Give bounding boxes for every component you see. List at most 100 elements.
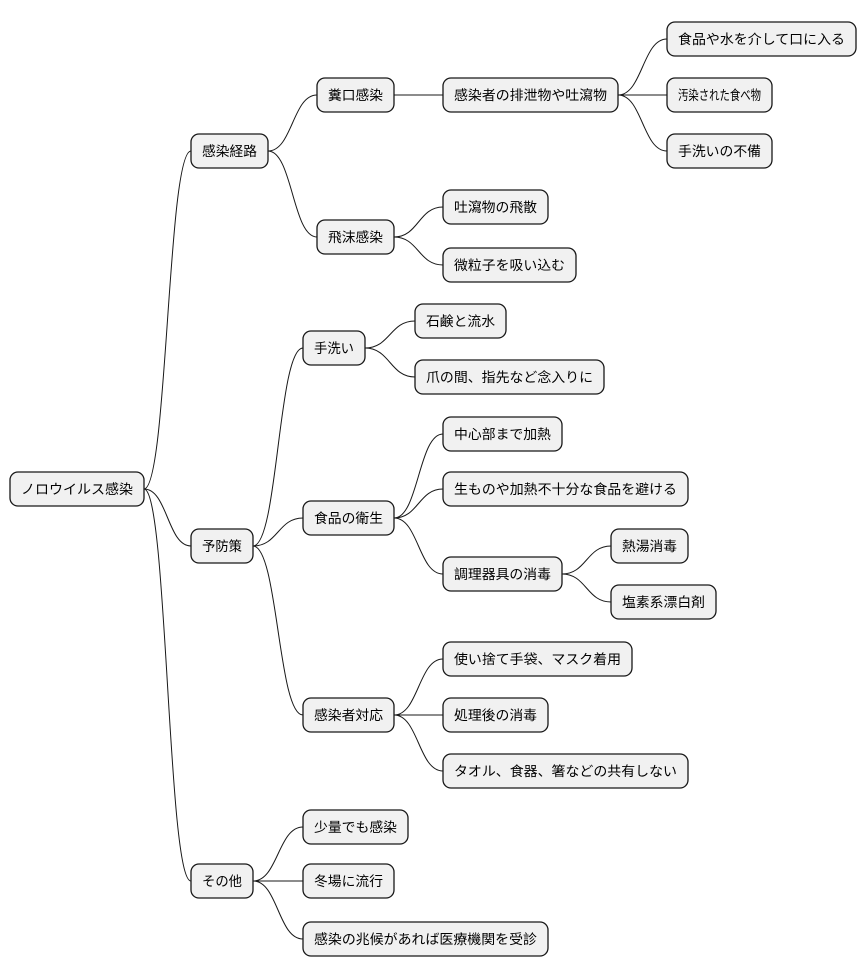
node-box-b2-1	[302, 863, 395, 899]
node-label-b1-0-0: 石鹸と流水	[426, 314, 496, 330]
node-box-b1-0	[302, 330, 366, 366]
mindmap-node-b1-1: 食品の衛生	[302, 500, 395, 536]
edge-b0-0	[267, 94, 318, 152]
mindmap-node-b0-1-0: 吐瀉物の飛散	[442, 189, 549, 225]
node-label-root: ノロウイルス感染	[21, 481, 134, 498]
node-box-b1-0-0	[414, 303, 507, 339]
node-box-b0-1-0	[442, 189, 549, 225]
edge-b1-1-2-1	[561, 573, 612, 603]
node-box-b1-1-2-0	[610, 528, 689, 564]
edge-b1-0-1	[364, 347, 416, 378]
edge-b1-1-2-0	[561, 545, 612, 575]
mindmap-node-b0-1: 飛沫感染	[316, 219, 395, 255]
mindmap-node-b1-2-2: タオル、食器、箸などの共有しない	[442, 753, 689, 789]
node-label-b0-1-0: 吐瀉物の飛散	[454, 199, 538, 216]
node-label-b1-2: 感染者対応	[314, 707, 384, 724]
node-label-b0: 感染経路	[202, 143, 258, 160]
mindmap-node-root: ノロウイルス感染	[9, 471, 145, 507]
node-box-b1-1-2-1	[610, 584, 717, 620]
node-box-b1-2-1	[442, 697, 549, 733]
node-label-b1-0: 手洗い	[314, 341, 354, 357]
mindmap-node-b0-0-0-0: 食品や水を介して口に入る	[666, 21, 857, 57]
mindmap-node-b1: 予防策	[190, 528, 254, 564]
edge-b1-2	[252, 545, 304, 716]
edge-b1-1	[252, 517, 304, 547]
node-box-b1-1-2	[442, 556, 563, 592]
mindmap-node-b0: 感染経路	[190, 133, 269, 169]
edge-b1-1-2	[393, 517, 444, 575]
node-box-b1	[190, 528, 254, 564]
node-box-b0-1	[316, 219, 395, 255]
edge-b0-1-1	[393, 236, 444, 266]
node-label-b1-2-1: 処理後の消毒	[454, 708, 537, 724]
node-label-b1-1-2-1: 塩素系漂白剤	[622, 595, 705, 611]
node-box-b0-1-1	[442, 247, 577, 283]
mindmap-node-b1-1-2: 調理器具の消毒	[442, 556, 563, 592]
edge-b1-0-0	[364, 320, 416, 349]
node-label-b0-0-0-2: 手洗いの不備	[678, 144, 761, 160]
edge-b2-0	[252, 826, 304, 882]
node-label-b1-0-1: 爪の間、指先など念入りに	[426, 369, 593, 386]
node-label-b0-1: 飛沫感染	[328, 229, 384, 246]
edge-b1	[143, 488, 192, 547]
mindmap-node-b1-0: 手洗い	[302, 330, 366, 366]
node-label-b1-1-1: 生ものや加熱不十分な食品を避ける	[454, 481, 677, 498]
node-box-b1-2-2	[442, 753, 689, 789]
mindmap-node-b0-0: 糞口感染	[316, 77, 395, 113]
node-box-b2-2	[302, 921, 549, 957]
edge-b2-2	[252, 880, 304, 940]
node-box-b2	[190, 863, 254, 899]
node-label-b0-1-1: 微粒子を吸い込む	[454, 258, 565, 274]
mindmap-node-b0-0-0: 感染者の排泄物や吐瀉物	[442, 77, 619, 113]
mindmap-node-b1-2: 感染者対応	[302, 697, 395, 733]
mindmap-node-b1-0-1: 爪の間、指先など念入りに	[414, 359, 605, 395]
node-label-b1-1-2-0: 熱湯消毒	[622, 538, 677, 555]
node-label-b1-2-2: タオル、食器、箸などの共有しない	[454, 763, 677, 780]
node-label-b0-0-0-1: 汚染された食べ物	[678, 87, 761, 104]
mindmap-node-b1-2-1: 処理後の消毒	[442, 697, 549, 733]
node-box-b1-0-1	[414, 359, 605, 395]
mindmap-node-b2-2: 感染の兆候があれば医療機関を受診	[302, 921, 549, 957]
node-label-b1-1-0: 中心部まで加熱	[454, 427, 552, 443]
node-label-b1-1-2: 調理器具の消毒	[454, 567, 551, 583]
node-label-b0-0: 糞口感染	[328, 87, 384, 104]
node-box-b0-0-0-2	[666, 133, 773, 169]
node-box-b0	[190, 133, 269, 169]
node-box-b0-0-0-1	[666, 77, 773, 113]
mindmap-node-b1-1-2-1: 塩素系漂白剤	[610, 584, 717, 620]
node-box-b0-0	[316, 77, 395, 113]
node-box-b1-2	[302, 697, 395, 733]
node-box-b1-1-1	[442, 471, 689, 507]
mindmap-node-b1-1-1: 生ものや加熱不十分な食品を避ける	[442, 471, 689, 507]
edge-b1-2-2	[393, 714, 444, 772]
node-label-b2-0: 少量でも感染	[314, 819, 398, 836]
node-label-b2-2: 感染の兆候があれば医療機関を受診	[314, 931, 538, 948]
node-label-b1-1: 食品の衛生	[314, 510, 383, 527]
node-box-root	[9, 471, 145, 507]
node-box-b0-0-0-0	[666, 21, 857, 57]
mindmap-node-b2: その他	[190, 863, 254, 899]
node-box-b1-1	[302, 500, 395, 536]
node-box-b2-0	[302, 809, 409, 845]
mindmap-node-b1-0-0: 石鹸と流水	[414, 303, 507, 339]
edge-b0-1-0	[393, 206, 444, 238]
node-box-b1-2-0	[442, 641, 633, 677]
mindmap-node-b1-2-0: 使い捨て手袋、マスク着用	[442, 641, 633, 677]
mindmap-node-b1-1-0: 中心部まで加熱	[442, 416, 563, 452]
node-label-b1-2-0: 使い捨て手袋、マスク着用	[454, 651, 621, 668]
edge-b1-2-0	[393, 658, 444, 716]
node-box-b0-0-0	[442, 77, 619, 113]
mindmap-node-b0-0-0-1: 汚染された食べ物	[666, 77, 773, 113]
edge-b0-0-0-2	[617, 94, 668, 152]
edge-b1-0	[252, 347, 304, 547]
edge-b2	[143, 488, 192, 882]
mindmap-node-b2-1: 冬場に流行	[302, 863, 395, 899]
mindmap-node-b2-0: 少量でも感染	[302, 809, 409, 845]
node-label-b0-0-0-0: 食品や水を介して口に入る	[678, 31, 845, 48]
mindmap-node-b1-1-2-0: 熱湯消毒	[610, 528, 689, 564]
mindmap-node-b0-1-1: 微粒子を吸い込む	[442, 247, 577, 283]
mindmap-node-b0-0-0-2: 手洗いの不備	[666, 133, 773, 169]
node-box-b1-1-0	[442, 416, 563, 452]
node-label-b2-1: 冬場に流行	[314, 874, 383, 890]
